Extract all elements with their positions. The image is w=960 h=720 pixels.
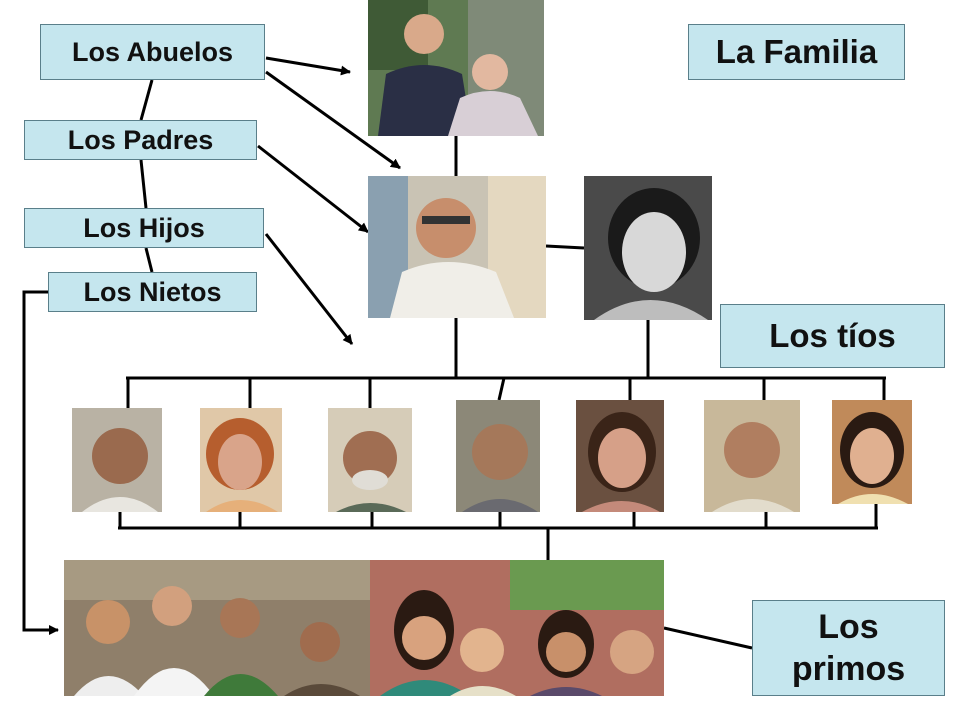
label-los-primos-line2: primos [791,650,906,688]
label-los-hijos: Los Hijos [24,208,264,248]
label-la-familia: La Familia [688,24,905,80]
aunt-1-photo [200,408,282,512]
cousins-group-right-photo [370,560,664,696]
label-los-abuelos: Los Abuelos [40,24,265,80]
arrow-abuelos-padres [265,70,401,170]
uncle-1-photo [72,408,162,512]
label-los-padres-text: Los Padres [67,124,214,155]
arrow-hijos [264,233,354,345]
arrow-abuelos [265,56,351,76]
uncle-2-photo [328,408,412,512]
uncle-3-photo [456,400,540,512]
label-los-hijos-text: Los Hijos [83,212,205,243]
mother-photo [584,176,712,320]
label-los-nietos-text: Los Nietos [83,276,222,307]
label-la-familia-text: La Familia [715,33,878,70]
aunt-3-photo [832,400,912,504]
cousins-group-left-photo [64,560,370,696]
label-los-padres: Los Padres [24,120,257,160]
label-los-abuelos-text: Los Abuelos [71,36,233,67]
spine-line [139,79,154,121]
father-photo [368,176,546,318]
label-los-tios-text: Los tíos [769,317,896,354]
arrow-padres [257,144,369,234]
label-los-primos-line1: Los [818,608,879,646]
label-los-primos: Los primos [752,600,945,696]
aunt-2-photo [576,400,664,512]
uncle-4-photo [704,400,800,512]
grandparents-photo [368,0,544,136]
label-los-nietos: Los Nietos [48,272,257,312]
label-los-tios: Los tíos [720,304,945,368]
arrow-nietos [22,290,59,635]
